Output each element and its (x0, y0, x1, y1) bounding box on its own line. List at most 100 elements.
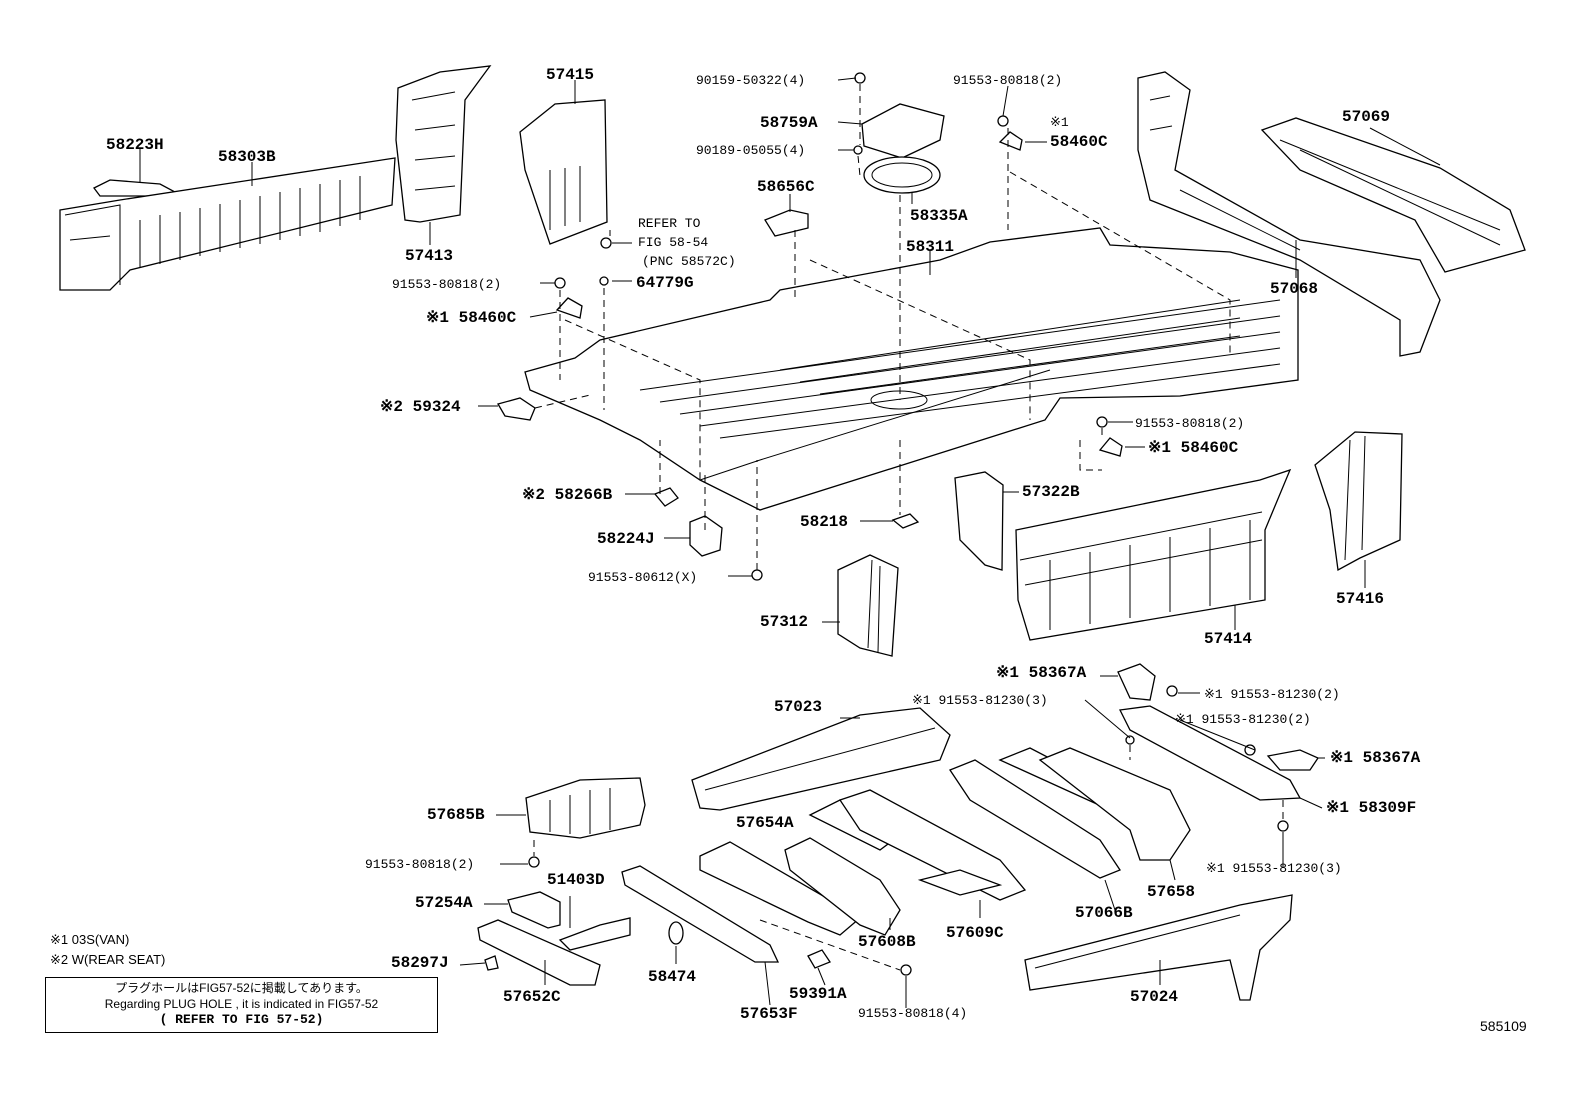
label-58309F: ※1 58309F (1326, 799, 1417, 817)
label-pnc-58572c: (PNC 58572C) (642, 254, 736, 269)
legend-note-2: ※2 W(REAR SEAT) (50, 952, 166, 967)
label-58367A-right: ※1 58367A (1330, 749, 1421, 767)
part-58224J (689, 515, 723, 557)
part-57069 (1260, 117, 1526, 273)
bolt-90159 (854, 72, 866, 84)
label-58759A: 58759A (760, 114, 818, 132)
label-57414: 57414 (1204, 630, 1253, 648)
label-58218: 58218 (800, 513, 849, 531)
label-57653F: 57653F (740, 1005, 798, 1023)
label-91553-80818-4: 91553-80818(4) (858, 1006, 968, 1021)
part-57413 (395, 65, 492, 223)
part-57416 (1314, 431, 1403, 572)
label-58460C-left: ※1 58460C (426, 309, 517, 327)
label-90159-50322: 90159-50322(4) (696, 73, 806, 88)
label-57312: 57312 (760, 613, 809, 631)
bolt-refer (600, 237, 612, 249)
plug-hole-note: プラグホールはFIG57-52に掲載してあります。 Regarding PLUG… (45, 977, 438, 1033)
label-57413: 57413 (405, 247, 454, 265)
figure-number: 585109 (1480, 1018, 1527, 1034)
label-91553-80612: 91553-80612(X) (588, 570, 698, 585)
bolt-91553-left (554, 277, 566, 289)
label-57652C: 57652C (503, 988, 561, 1006)
label-57024: 57024 (1130, 988, 1179, 1006)
label-57066B: 57066B (1075, 904, 1133, 922)
label-mark1-top: ※1 (1050, 115, 1069, 130)
label-57416: 57416 (1336, 590, 1385, 608)
part-57414 (1015, 468, 1292, 641)
label-90189-05055: 90189-05055(4) (696, 143, 806, 158)
label-57322B: 57322B (1022, 483, 1080, 501)
part-51403D (558, 917, 631, 951)
part-58266B (653, 487, 679, 507)
part-58311 (524, 227, 1299, 511)
part-58367A-right (1266, 749, 1319, 771)
bolt-80818-4 (900, 964, 912, 976)
part-57415 (519, 99, 608, 245)
label-57608B: 57608B (858, 933, 916, 951)
label-91553-80818-top: 91553-80818(2) (953, 73, 1063, 88)
label-64779G: 64779G (636, 274, 694, 292)
part-57685B (525, 777, 646, 839)
bolt-91553-80612 (751, 569, 763, 581)
part-58303B (59, 157, 396, 291)
label-91553-81230-2b: ※1 91553-81230(2) (1175, 712, 1311, 727)
bolt-91553-right (1096, 416, 1108, 428)
part-57654A (699, 841, 862, 936)
label-91553-80818-left: 91553-80818(2) (392, 277, 502, 292)
part-58460C-top (998, 131, 1023, 151)
part-57068 (1137, 71, 1441, 357)
part-58460C-left (555, 297, 583, 319)
part-58218 (891, 513, 920, 529)
label-fig-58-54: FIG 58-54 (638, 235, 709, 250)
label-51403D: 51403D (547, 871, 605, 889)
bolt-64779G (599, 276, 609, 286)
label-58474: 58474 (648, 968, 697, 986)
label-57023: 57023 (774, 698, 823, 716)
label-58297J: 58297J (391, 954, 449, 972)
label-57068: 57068 (1270, 280, 1319, 298)
label-58367A-top: ※1 58367A (996, 664, 1087, 682)
bolt-81230-c (1125, 735, 1135, 745)
label-57654A: 57654A (736, 814, 794, 832)
label-57069: 57069 (1342, 108, 1391, 126)
part-57023 (691, 707, 951, 811)
label-91553-80818-bottom: 91553-80818(2) (365, 857, 475, 872)
part-58474 (668, 921, 684, 945)
part-58367A-top (1117, 663, 1156, 701)
label-58460C-top: 58460C (1050, 133, 1108, 151)
part-59324 (497, 397, 536, 421)
bolt-80818-bottom (528, 856, 540, 868)
bolt-81230-d (1277, 820, 1289, 832)
part-57322B (954, 471, 1004, 571)
part-57312 (837, 554, 899, 657)
label-58656C: 58656C (757, 178, 815, 196)
part-57652C (477, 919, 601, 986)
label-91553-80818-right: 91553-80818(2) (1135, 416, 1245, 431)
label-57685B: 57685B (427, 806, 485, 824)
part-57658 (1038, 747, 1191, 861)
part-58759A (861, 103, 945, 159)
part-59391A (807, 949, 831, 969)
label-58311: 58311 (906, 238, 955, 256)
bolt-90189 (853, 145, 863, 155)
bolt-81230-a (1166, 685, 1178, 697)
label-refer-to: REFER TO (638, 216, 701, 231)
label-58223H: 58223H (106, 136, 164, 154)
part-57024 (1024, 894, 1293, 1001)
label-59391A: 59391A (789, 985, 847, 1003)
note-line-refer: ( REFER TO FIG 57-52) (159, 1012, 324, 1027)
label-91553-81230-3-bottom: ※1 91553-81230(3) (1206, 861, 1342, 876)
label-91553-81230-2a: ※1 91553-81230(2) (1204, 687, 1340, 702)
label-57415: 57415 (546, 66, 595, 84)
label-58266B: ※2 58266B (522, 486, 613, 504)
note-line-en: Regarding PLUG HOLE , it is indicated in… (104, 997, 379, 1011)
label-91553-81230-3-top: ※1 91553-81230(3) (912, 693, 1048, 708)
label-59324: ※2 59324 (380, 398, 461, 416)
legend-note-1: ※1 03S(VAN) (50, 932, 130, 947)
label-57658: 57658 (1147, 883, 1196, 901)
part-58297J (484, 955, 499, 971)
part-58656C (764, 209, 809, 237)
label-58224J: 58224J (597, 530, 655, 548)
